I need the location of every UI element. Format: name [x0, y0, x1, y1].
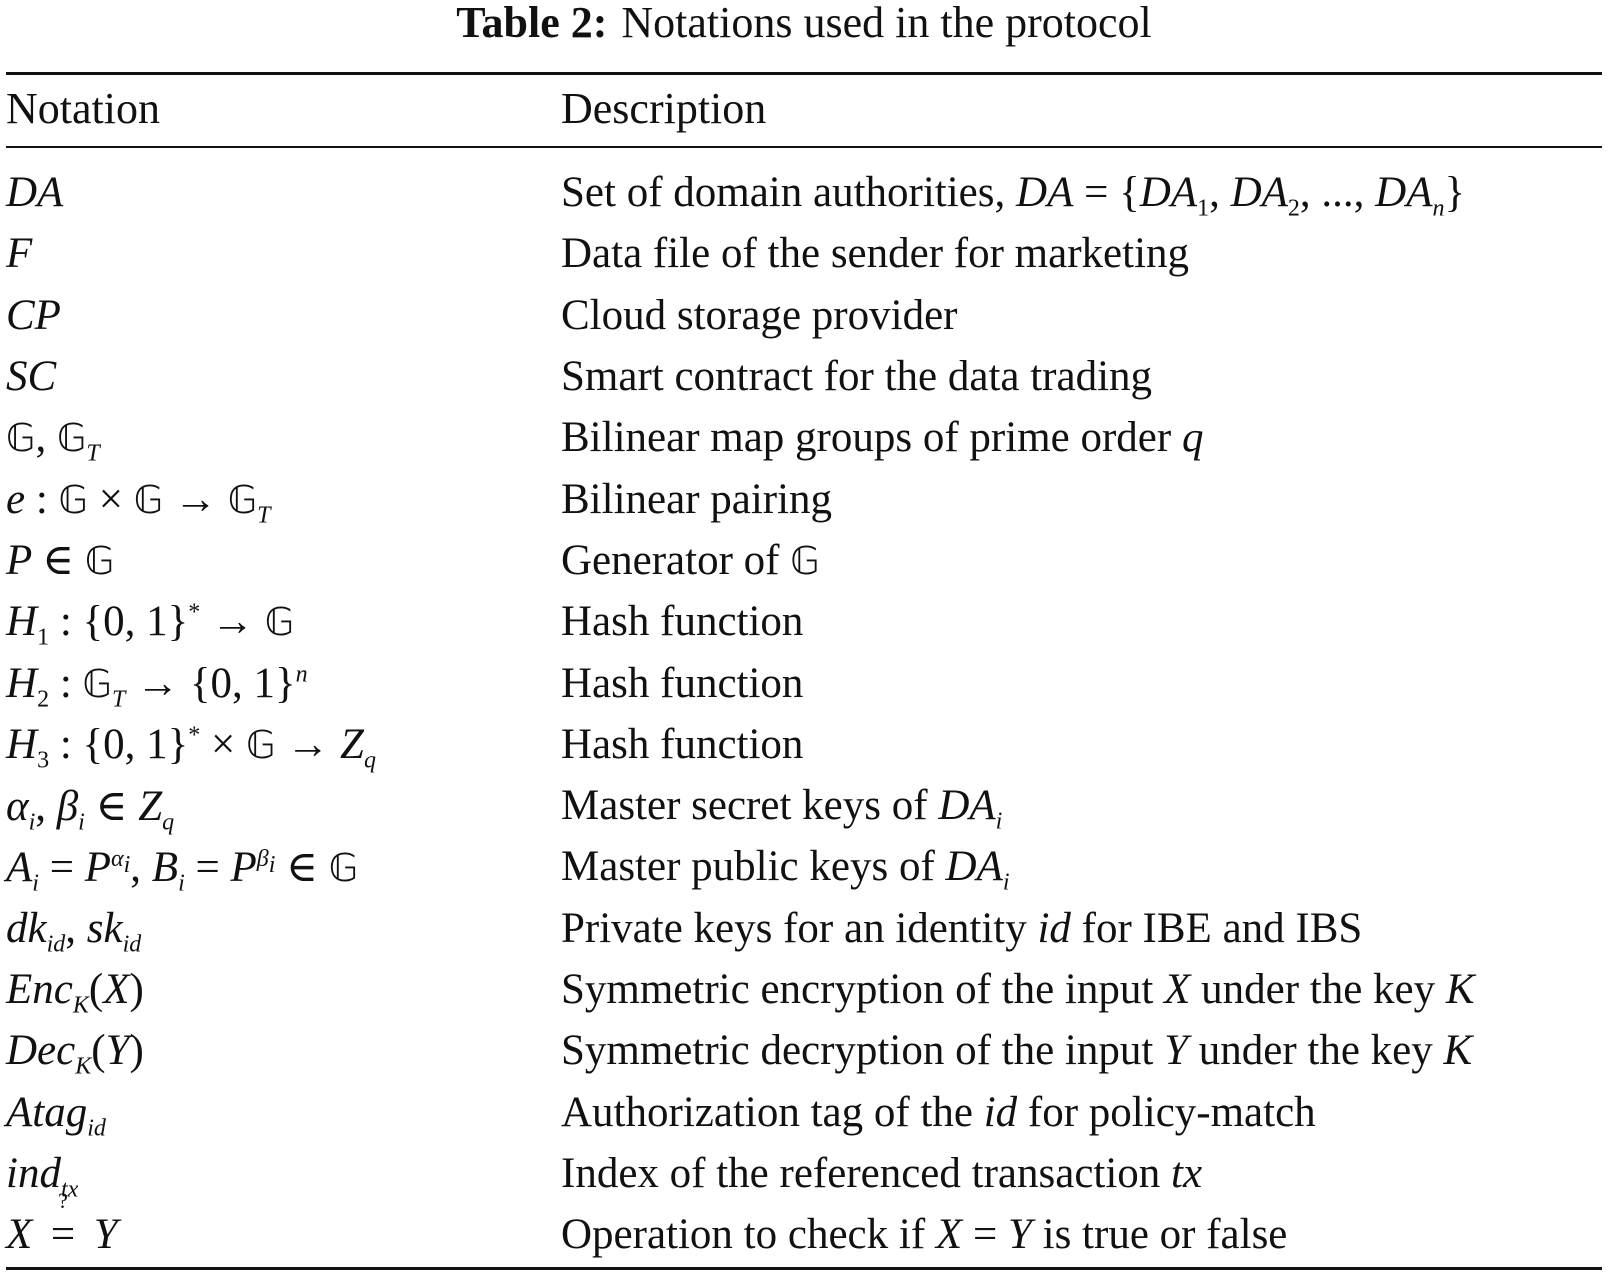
description-cell: Generator of 𝔾 — [561, 536, 820, 584]
description-cell: Bilinear map groups of prime order q — [561, 414, 1204, 462]
table-row: 𝔾, 𝔾T Bilinear map groups of prime order… — [6, 407, 1601, 468]
table-row: CP Cloud storage provider — [6, 285, 1601, 346]
table-row: indtx Index of the referenced transactio… — [6, 1143, 1601, 1204]
notation-cell: DecK(Y) — [6, 1027, 144, 1080]
notation-cell: dkid, skid — [6, 904, 142, 958]
description-cell: Master public keys of DAi — [561, 843, 1010, 896]
description-cell: Data file of the sender for marketing — [561, 230, 1190, 278]
table-row: SC Smart contract for the data trading — [6, 346, 1601, 407]
notation-cell: H3 : {0, 1}* × 𝔾 → Zq — [6, 720, 376, 774]
table-row: F Data file of the sender for marketing — [6, 223, 1601, 284]
notation-cell: F — [6, 230, 33, 278]
description-cell: Master secret keys of DAi — [561, 782, 1003, 835]
notation-cell: EncK(X) — [6, 966, 144, 1019]
table-row: H1 : {0, 1}* → 𝔾 Hash function — [6, 591, 1601, 652]
bottom-rule — [6, 1267, 1602, 1270]
description-cell: Symmetric decryption of the input Y unde… — [561, 1027, 1473, 1075]
notation-cell: indtx — [6, 1149, 79, 1203]
table-row: DA Set of domain authorities, DA = {DA1,… — [6, 162, 1601, 223]
table-row: Atagid Authorization tag of the id for p… — [6, 1081, 1601, 1142]
caption-text: Notations used in the protocol — [621, 0, 1152, 47]
description-cell: Smart contract for the data trading — [561, 353, 1153, 401]
table-row: Ai = Pαi, Bi = Pβi ∈ 𝔾 Master public key… — [6, 836, 1601, 897]
header-notation: Notation — [6, 84, 160, 133]
description-cell: Symmetric encryption of the input X unde… — [561, 966, 1475, 1013]
table-row: dkid, skid Private keys for an identity … — [6, 898, 1601, 959]
notation-cell: αi, βi ∈ Zq — [6, 782, 175, 836]
description-cell: Cloud storage provider — [561, 291, 958, 339]
header-description: Description — [561, 84, 767, 133]
description-cell: Private keys for an identity id for IBE … — [561, 904, 1363, 952]
description-cell: Hash function — [561, 720, 804, 768]
table-row: EncK(X) Symmetric encryption of the inpu… — [6, 959, 1601, 1020]
notation-cell: H2 : 𝔾T → {0, 1}n — [6, 659, 308, 713]
table-row: DecK(Y) Symmetric decryption of the inpu… — [6, 1020, 1601, 1081]
top-rule — [6, 72, 1602, 75]
notation-cell: e : 𝔾 × 𝔾 → 𝔾T — [6, 475, 271, 529]
table-row: X ?= Y Operation to check if X = Y is tr… — [6, 1188, 1601, 1265]
description-cell: Authorization tag of the id for policy-m… — [561, 1088, 1316, 1136]
header-rule — [6, 146, 1602, 148]
caption-label: Table 2: — [456, 0, 608, 47]
table-row: αi, βi ∈ Zq Master secret keys of DAi — [6, 775, 1601, 836]
table-row: H3 : {0, 1}* × 𝔾 → Zq Hash function — [6, 714, 1601, 775]
description-cell: Operation to check if X = Y is true or f… — [561, 1211, 1288, 1259]
description-cell: Index of the referenced transaction tx — [561, 1149, 1203, 1197]
notation-cell: SC — [6, 353, 57, 401]
description-cell: Bilinear pairing — [561, 475, 833, 523]
notation-cell: P ∈ 𝔾 — [6, 537, 115, 585]
table-caption: Table 2: Notations used in the protocol — [0, 0, 1608, 46]
notation-cell: Ai = Pαi, Bi = Pβi ∈ 𝔾 — [6, 843, 359, 897]
notation-cell: 𝔾, 𝔾T — [6, 414, 100, 467]
table-row: H2 : 𝔾T → {0, 1}n Hash function — [6, 652, 1601, 713]
notation-cell: X ?= Y — [6, 1188, 118, 1259]
notation-cell: H1 : {0, 1}* → 𝔾 — [6, 598, 295, 651]
table-row: e : 𝔾 × 𝔾 → 𝔾T Bilinear pairing — [6, 468, 1601, 529]
description-cell: Hash function — [561, 598, 804, 646]
notation-table: DA Set of domain authorities, DA = {DA1,… — [6, 162, 1601, 1265]
table-row: P ∈ 𝔾 Generator of 𝔾 — [6, 530, 1601, 591]
description-cell: Hash function — [561, 659, 804, 707]
notation-cell: Atagid — [6, 1088, 106, 1142]
notation-cell: DA — [6, 169, 64, 217]
notation-cell: CP — [6, 291, 61, 339]
description-cell: Set of domain authorities, DA = {DA1, DA… — [561, 169, 1466, 222]
